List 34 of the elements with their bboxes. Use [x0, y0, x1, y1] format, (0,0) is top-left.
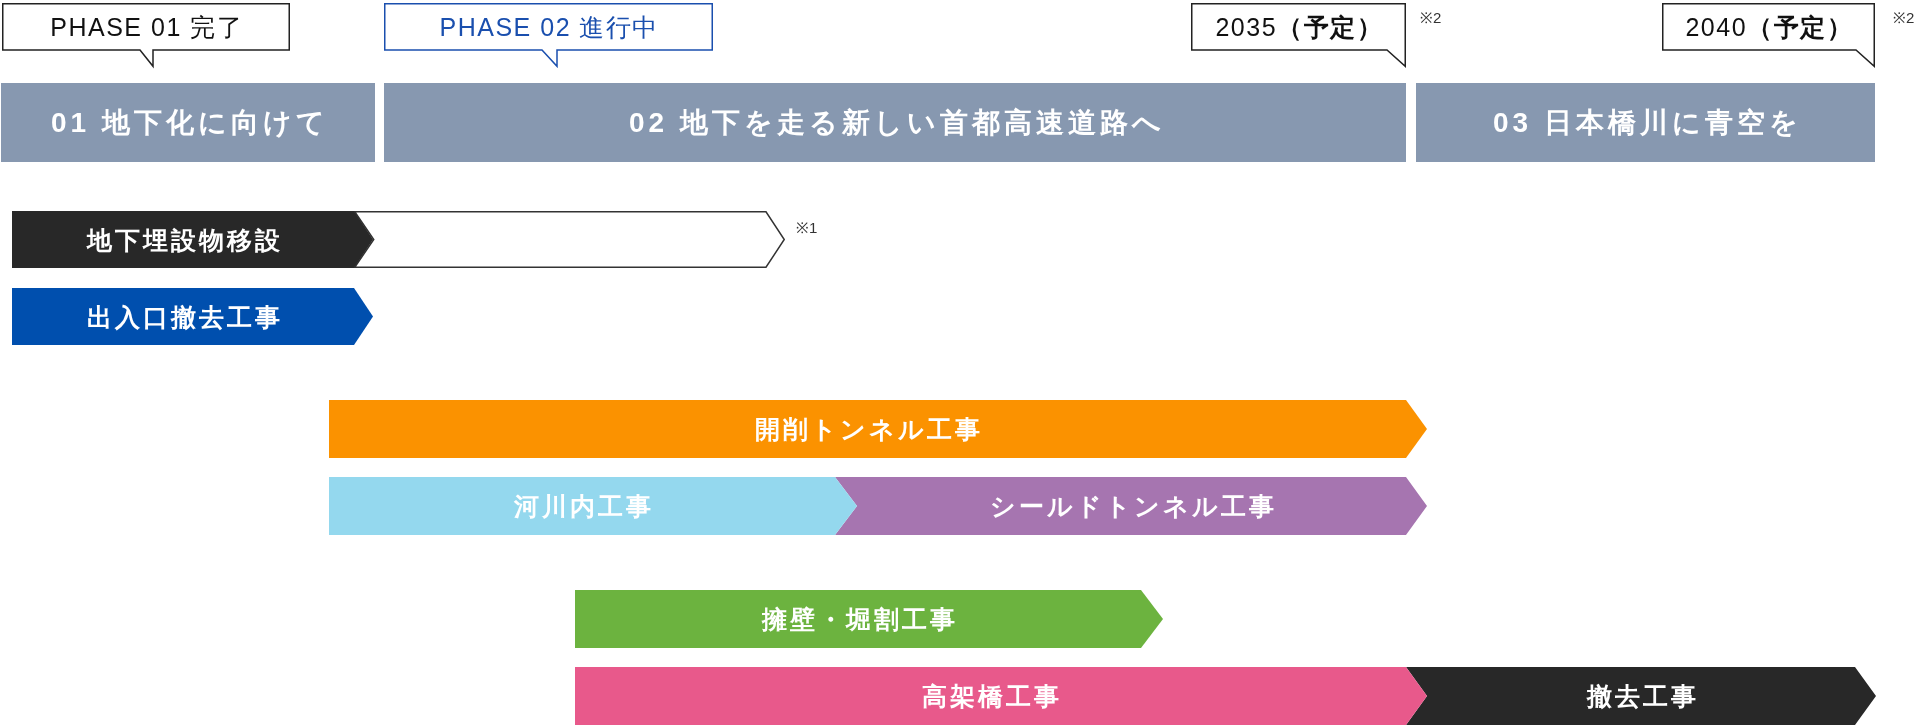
footnote-mark: ※1 — [796, 219, 818, 237]
phase-banner — [1416, 83, 1875, 162]
callout-text: PHASE 01 完了 — [49, 11, 244, 42]
bar-label: 出入口撤去工事 — [85, 301, 283, 332]
bar-label: 河川内工事 — [512, 491, 654, 521]
bar-label: 撤去工事 — [1585, 681, 1699, 711]
callout-text: 2040（予定） — [1684, 11, 1854, 42]
chevron-bar — [12, 288, 373, 345]
speech-bubble — [384, 3, 713, 67]
bar-label: 擁壁・堀割工事 — [760, 604, 958, 634]
chevron-bar — [12, 211, 373, 268]
phase-title: 02 地下を走る新しい首都高速道路へ — [628, 105, 1165, 140]
bar-label: 地下埋設物移設 — [85, 224, 283, 255]
chevron-bar — [1406, 667, 1876, 725]
bar-label: 高架橋工事 — [921, 681, 1062, 711]
speech-bubble — [1191, 3, 1406, 67]
speech-bubble — [2, 3, 290, 67]
speech-bubble — [1662, 3, 1875, 67]
chevron-bar — [329, 477, 857, 535]
outlined-chevron-bar — [354, 211, 785, 268]
bar-label: シールドトンネル工事 — [988, 491, 1277, 521]
chevron-bar — [575, 667, 1427, 725]
phase-title: 01 地下化に向けて — [50, 105, 329, 140]
phase-banner — [384, 83, 1406, 162]
chevron-bar — [329, 400, 1427, 458]
footnote-mark: ※2 — [1893, 9, 1915, 27]
phase-banner — [1, 83, 375, 162]
chevron-bar — [835, 477, 1427, 535]
callout-text: PHASE 02 進行中 — [438, 11, 659, 42]
bar-label: 開削トンネル工事 — [754, 414, 983, 444]
footnote-mark: ※2 — [1420, 9, 1442, 27]
phase-title: 03 日本橋川に青空を — [1492, 105, 1802, 140]
chevron-bar — [575, 590, 1163, 648]
callout-text: 2035（予定） — [1214, 11, 1384, 42]
